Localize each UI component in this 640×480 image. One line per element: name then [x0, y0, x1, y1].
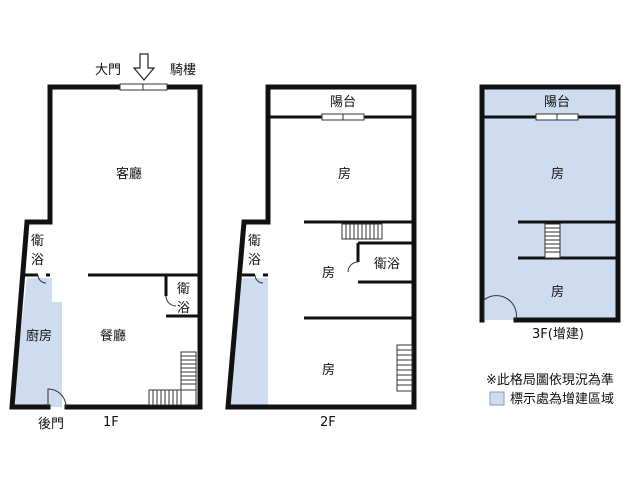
floor1-bath-right-label-2: 浴 [177, 301, 190, 316]
floor3-balcony-label: 陽台 [544, 95, 570, 110]
floor1-bath-left-label-2: 浴 [31, 253, 44, 268]
floor2-bath-left-label-2: 浴 [248, 253, 261, 268]
floor1-bath-right-door-icon [165, 295, 177, 307]
floor1-stairs-icon [148, 351, 197, 406]
floor2-bath-mid-door-icon [347, 261, 359, 273]
floor-2: 陽台 房 衛 浴 房 衛浴 房 2F [225, 84, 417, 430]
floor1-entrance-main-label: 大門 [95, 63, 121, 78]
floor1-bath-right-wall [164, 275, 200, 318]
floor-3: 陽台 房 房 3F(增建) [479, 84, 621, 342]
floor1-bath-door-icon [37, 274, 47, 284]
floor2-bath-mid-label: 衛浴 [374, 257, 400, 272]
floor1-addition-area [12, 278, 62, 407]
floor3-caption: 3F(增建) [532, 327, 584, 342]
floor3-outer-wall [479, 84, 621, 323]
floor2-stairs-icon [341, 223, 413, 392]
floor1-back-door-label: 後門 [38, 417, 64, 432]
floor2-bath-door-icon [254, 274, 264, 284]
floor3-door-swing-icon [483, 295, 517, 321]
floor1-back-door-swing-icon [47, 388, 67, 408]
floor2-bath-left-label-1: 衛 [248, 234, 261, 249]
floor3-room-bottom-label: 房 [551, 284, 564, 300]
floor2-balcony-label: 陽台 [330, 95, 356, 110]
floor1-entrance-arcade-label: 騎樓 [170, 63, 196, 78]
floor2-caption: 2F [320, 415, 336, 430]
legend: ※此格局圖依現況為準 標示處為增建區域 [486, 372, 614, 407]
floor3-addition-area [482, 87, 618, 320]
floor1-bath-right-label-1: 衛 [177, 282, 190, 297]
floor1-bath-left-label-1: 衛 [31, 234, 44, 249]
entrance-arrow-icon [132, 53, 156, 81]
floor2-room-bottom-label: 房 [322, 362, 335, 378]
floor2-room-top-label: 房 [338, 166, 351, 182]
legend-text: 標示處為增建區域 [510, 391, 614, 407]
legend-swatch [489, 391, 505, 406]
floor1-dining-label: 餐廳 [100, 328, 126, 344]
note-text: ※此格局圖依現況為準 [486, 372, 614, 388]
floor2-room-mid-label: 房 [322, 265, 335, 281]
floor3-stairs-icon [544, 223, 561, 259]
floor1-kitchen-label: 廚房 [26, 328, 52, 344]
floor1-outer-wall [9, 84, 203, 410]
floor2-bath-mid-wall [356, 241, 414, 284]
floor1-living-label: 客廳 [116, 166, 142, 182]
floor3-room-top-label: 房 [551, 166, 564, 182]
floor-1: 大門 騎樓 客廳 衛 浴 衛 浴 廚房 餐廳 後門 1F [9, 53, 203, 432]
floor1-caption: 1F [103, 415, 119, 430]
floor2-outer-wall [225, 84, 417, 410]
